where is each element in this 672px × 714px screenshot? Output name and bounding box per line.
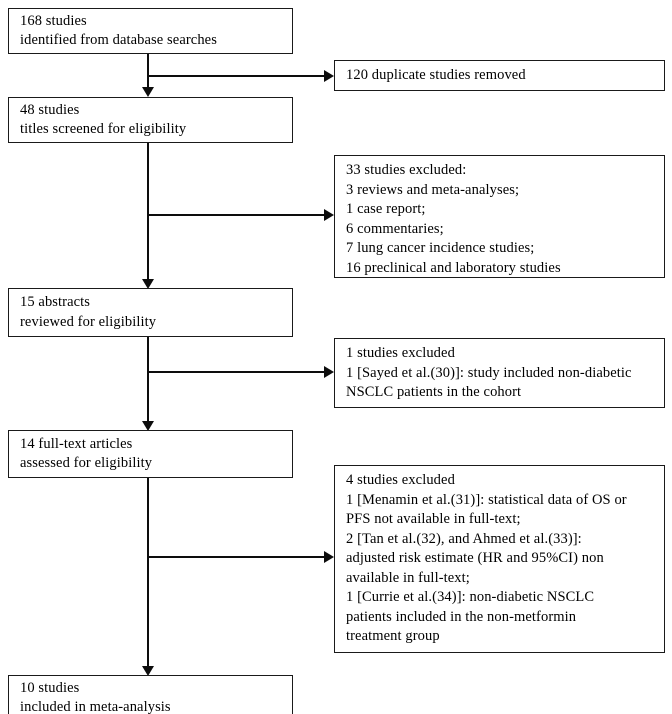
box-titles-excluded-line-5: 7 lung cancer incidence studies;	[346, 240, 535, 256]
arrowhead-to-titles-excluded	[324, 209, 334, 221]
connector-branch-abstracts-excluded	[147, 371, 325, 373]
arrowhead-to-fulltext-excluded	[324, 551, 334, 563]
box-included-meta-analysis: 10 studies included in meta-analysis	[8, 675, 293, 714]
box-abstracts-reviewed-line-2: reviewed for eligibility	[20, 313, 157, 330]
arrowhead-to-fulltext-assessed	[142, 421, 154, 431]
box-abstracts-excluded-line-1: 1 studies excluded	[346, 345, 455, 361]
box-abstracts-excluded-line-2: 1 [Sayed et al.(30)]: study included non…	[346, 364, 632, 381]
box-fulltext-assessed-line-1: 14 full-text articles	[20, 435, 133, 452]
box-titles-excluded-line-3: 1 case report;	[346, 201, 426, 217]
box-fulltext-excluded-line-6: available in full-text;	[346, 569, 470, 586]
box-fulltext-excluded-line-1: 4 studies excluded	[346, 472, 455, 488]
box-identified-studies: 168 studies identified from database sea…	[8, 8, 293, 54]
box-fulltext-excluded-line-5: adjusted risk estimate (HR and 95%CI) no…	[346, 550, 604, 566]
box-titles-excluded-line-4: 6 commentaries;	[346, 220, 444, 237]
box-identified-line-1: 168 studies	[20, 12, 87, 29]
box-identified-line-2: identified from database searches	[20, 32, 217, 48]
box-abstracts-reviewed-line-1: 15 abstracts	[20, 294, 91, 310]
connector-branch-duplicates	[147, 75, 325, 77]
box-titles-excluded-line-6: 16 preclinical and laboratory studies	[346, 259, 561, 276]
box-fulltext-excluded-line-4: 2 [Tan et al.(32), and Ahmed et al.(33)]…	[346, 530, 582, 547]
box-titles-excluded-line-2: 3 reviews and meta-analyses;	[346, 181, 520, 198]
box-abstracts-reviewed: 15 abstracts reviewed for eligibility	[8, 288, 293, 337]
box-included-line-1: 10 studies	[20, 679, 80, 696]
box-fulltext-assessed: 14 full-text articles assessed for eligi…	[8, 430, 293, 478]
arrowhead-to-included	[142, 666, 154, 676]
box-titles-screened-line-2: titles screened for eligibility	[20, 121, 187, 137]
box-duplicates-removed-line-1: 120 duplicate studies removed	[346, 66, 526, 83]
box-titles-screened: 48 studies titles screened for eligibili…	[8, 97, 293, 143]
box-fulltext-excluded-line-2: 1 [Menamin et al.(31)]: statistical data…	[346, 491, 627, 508]
connector-identified-to-titles	[147, 53, 149, 92]
connector-branch-titles-excluded	[147, 214, 325, 216]
box-fulltext-excluded-line-8: patients included in the non-metformin	[346, 608, 577, 625]
connector-fulltext-to-included	[147, 478, 149, 672]
box-duplicates-removed: 120 duplicate studies removed	[334, 60, 665, 91]
box-included-line-2: included in meta-analysis	[20, 699, 171, 714]
box-abstracts-excluded: 1 studies excluded 1 [Sayed et al.(30)]:…	[334, 338, 665, 408]
box-titles-excluded: 33 studies excluded: 3 reviews and meta-…	[334, 155, 665, 278]
box-fulltext-assessed-line-2: assessed for eligibility	[20, 455, 153, 471]
arrowhead-to-abstracts-excluded	[324, 366, 334, 378]
box-fulltext-excluded-line-7: 1 [Currie et al.(34)]: non-diabetic NSCL…	[346, 589, 595, 605]
box-titles-excluded-line-1: 33 studies excluded:	[346, 162, 467, 178]
connector-branch-fulltext-excluded	[147, 556, 325, 558]
box-fulltext-excluded-line-9: treatment group	[346, 628, 440, 644]
arrowhead-to-abstracts-reviewed	[142, 279, 154, 289]
box-fulltext-excluded-line-3: PFS not available in full-text;	[346, 511, 521, 527]
box-fulltext-excluded: 4 studies excluded 1 [Menamin et al.(31)…	[334, 465, 665, 653]
box-abstracts-excluded-line-3: NSCLC patients in the cohort	[346, 384, 522, 400]
arrowhead-to-titles-screened	[142, 87, 154, 97]
box-titles-screened-line-1: 48 studies	[20, 101, 80, 118]
arrowhead-to-duplicates-removed	[324, 70, 334, 82]
connector-abstracts-to-fulltext	[147, 337, 149, 427]
